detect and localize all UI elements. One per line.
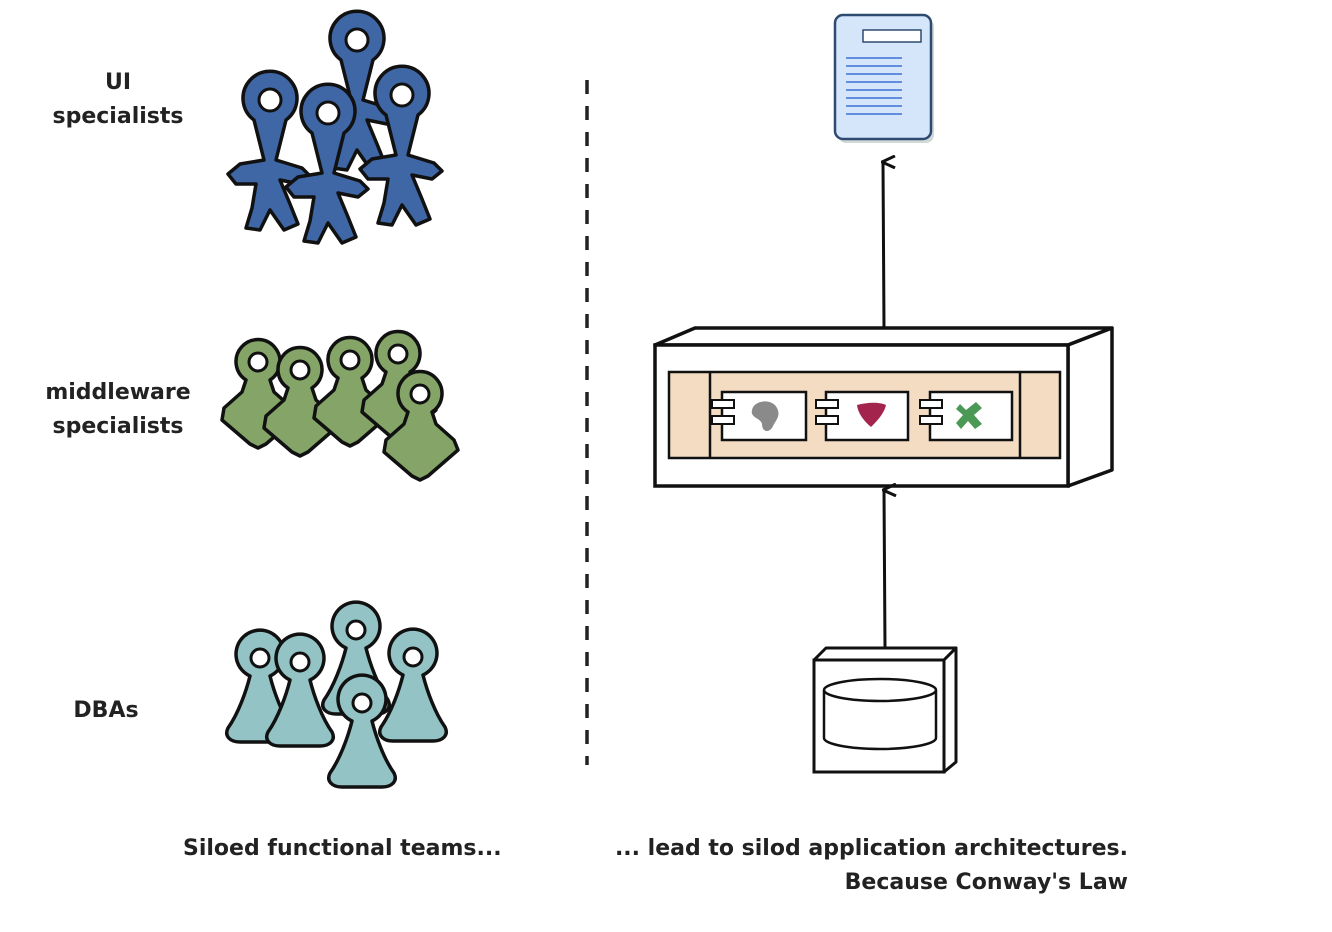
dba-pawn-icon (264, 632, 336, 748)
blob-icon (751, 401, 779, 432)
ui-specialist-person-icon (226, 69, 312, 232)
ui-specialist-person-icon (284, 82, 370, 245)
arrow-database-to-server (884, 490, 885, 649)
caption-right: ... lead to silod application architectu… (615, 832, 1128, 900)
document-icon (833, 13, 934, 143)
x-icon (956, 402, 982, 429)
component-box (711, 390, 808, 442)
arrow-server-to-document (883, 162, 884, 329)
team-label-dba-line1: DBAs (73, 698, 139, 723)
team-label-ui-line1: UI (104, 70, 132, 95)
team-label-dba: DBAs (50, 694, 162, 728)
caption-right-line1: ... lead to silod application architectu… (614, 836, 1128, 861)
caption-right-line2: Because Conway's Law (844, 870, 1128, 895)
caption-left: Siloed functional teams... (183, 836, 502, 861)
component-box (815, 390, 910, 442)
dba-group (224, 600, 449, 789)
dba-pawn-icon (377, 627, 449, 743)
server-box (653, 326, 1114, 488)
team-label-middleware: middleware specialists (40, 376, 196, 444)
team-label-ui-line2: specialists (52, 104, 184, 129)
heart-icon (857, 402, 886, 427)
team-label-ui: UI specialists (40, 66, 196, 134)
middleware-specialists-group (220, 329, 460, 482)
database-icon (812, 646, 958, 774)
team-label-middleware-line2: specialists (52, 414, 184, 439)
ui-specialists-group (226, 9, 444, 245)
team-label-middleware-line1: middleware (45, 380, 191, 405)
component-box (919, 390, 1014, 442)
